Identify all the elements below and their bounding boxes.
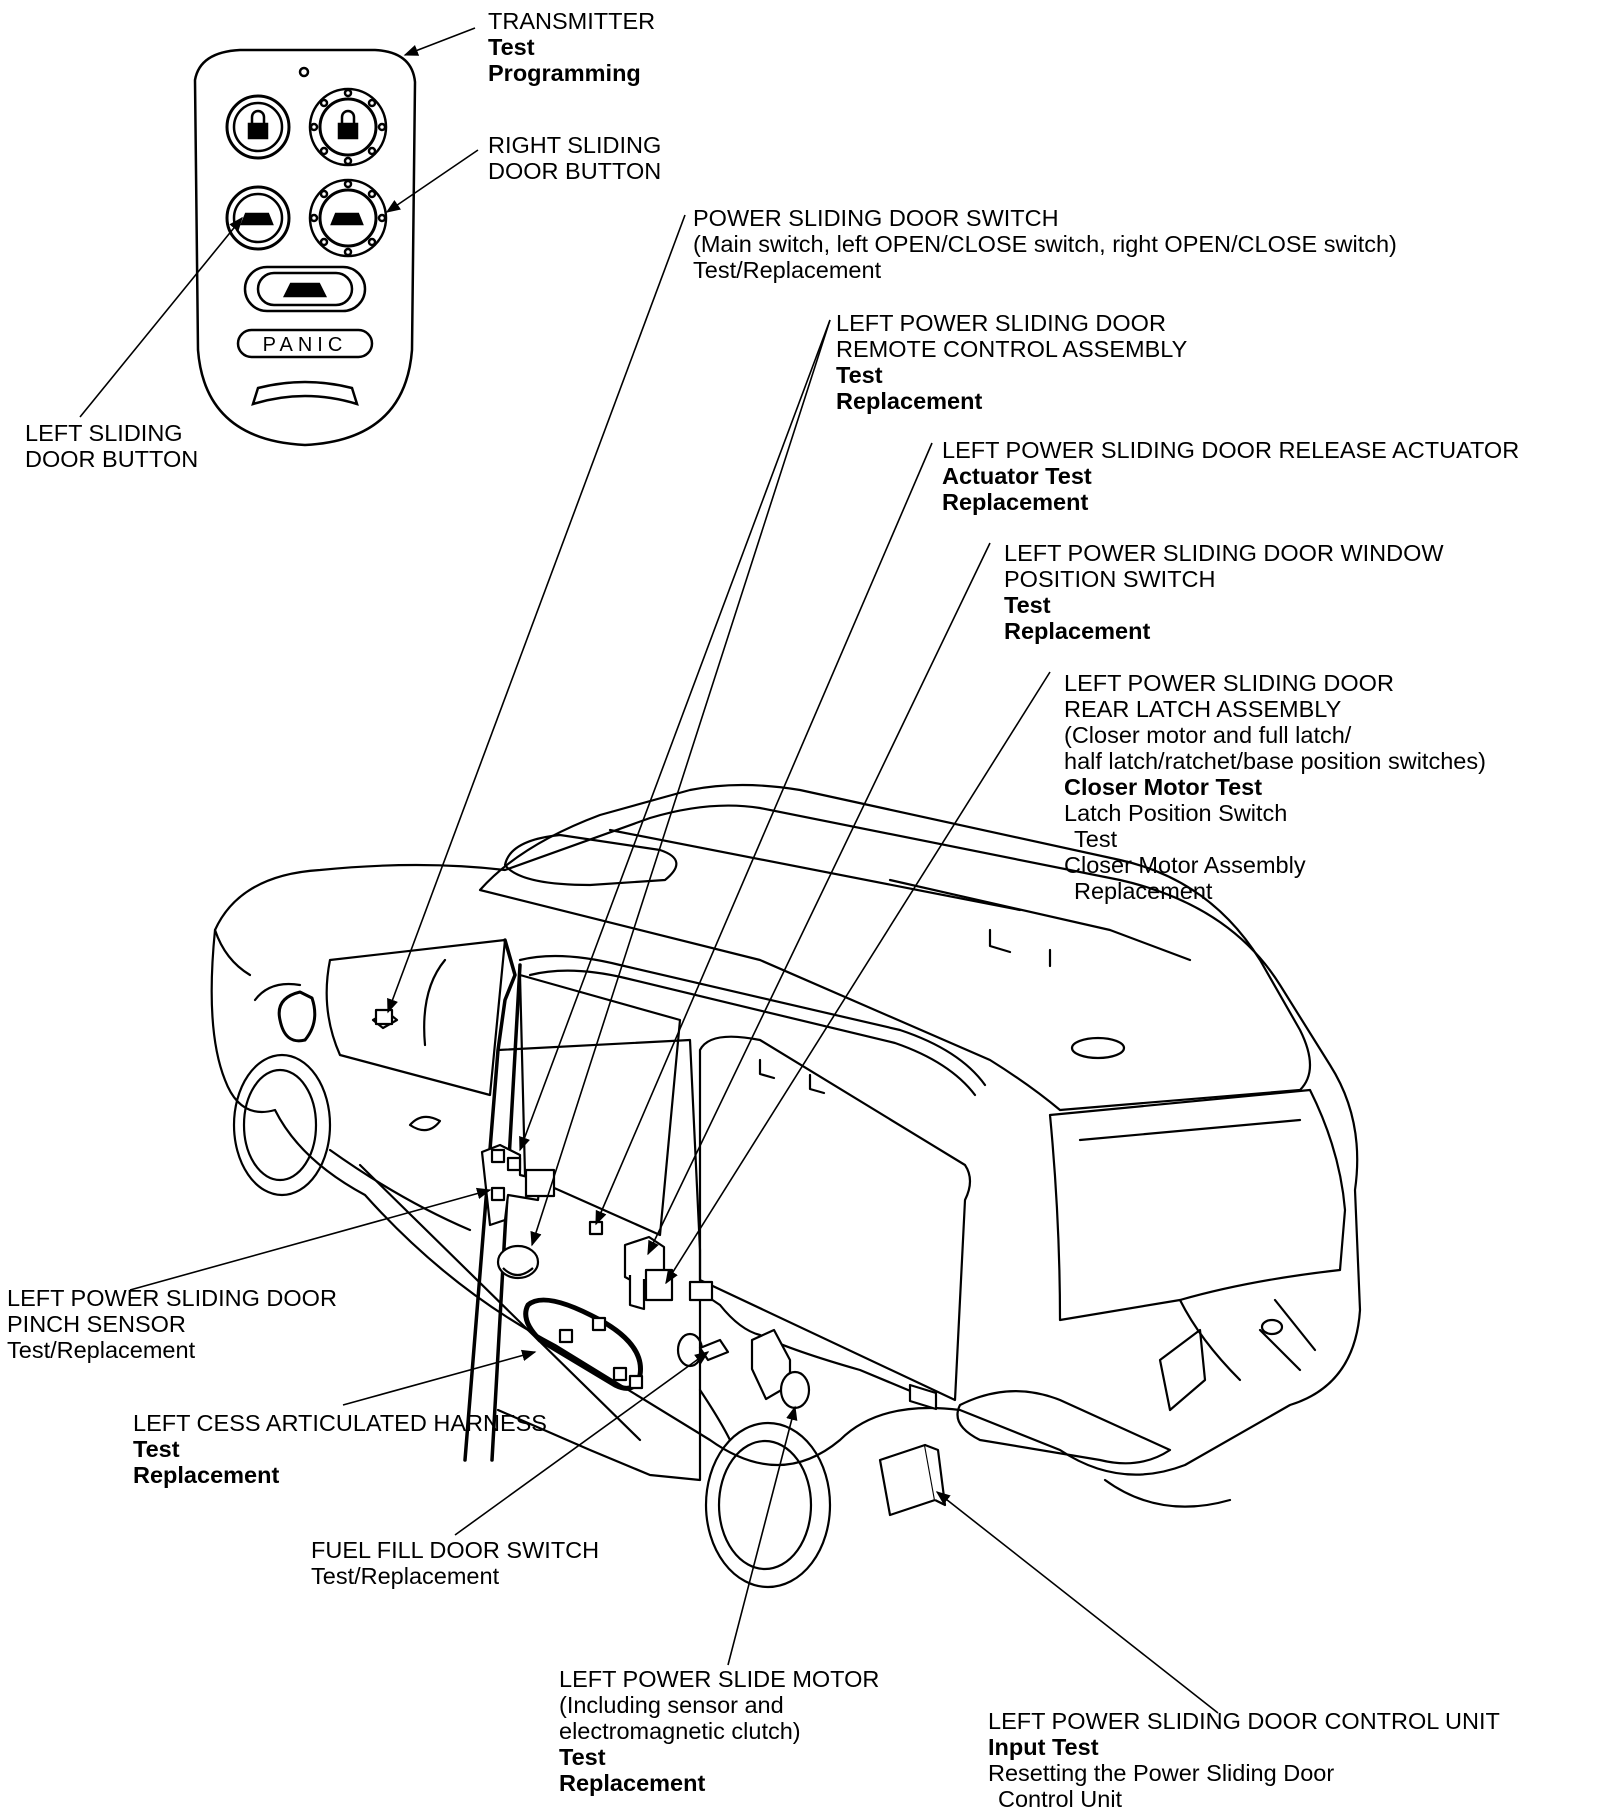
pinch-sensor-line2: PINCH SENSOR (7, 1311, 186, 1337)
transmitter-test: Test (488, 34, 535, 60)
label-right-sliding-door-button: RIGHT SLIDING DOOR BUTTON (488, 132, 661, 184)
window-switch-line1: LEFT POWER SLIDING DOOR WINDOW (1004, 540, 1444, 566)
right-sliding-door-button (308, 178, 388, 258)
window-switch-replacement: Replacement (1004, 618, 1151, 644)
leader-right-button (385, 149, 479, 213)
slide-motor-title: LEFT POWER SLIDE MOTOR (559, 1666, 880, 1692)
leader-fuel-switch (454, 1351, 710, 1536)
leader-door-switch (387, 214, 686, 1014)
leader-pinch-sensor (129, 1187, 492, 1291)
release-actuator-test: Actuator Test (942, 463, 1092, 489)
control-unit-input-test: Input Test (988, 1734, 1099, 1760)
fuel-switch-title: FUEL FILL DOOR SWITCH (311, 1537, 600, 1563)
slide-motor-note1: (Including sensor and (559, 1692, 784, 1718)
slide-motor-note2: electromagnetic clutch) (559, 1718, 801, 1744)
label-fuel-fill-door-switch: FUEL FILL DOOR SWITCH Test/Replacement (311, 1537, 599, 1589)
leader-slide-motor (727, 1405, 798, 1666)
cess-harness-replacement: Replacement (133, 1462, 280, 1488)
rear-latch-position-switch: Latch Position Switch (1064, 800, 1288, 826)
right-button-line2: DOOR BUTTON (488, 158, 662, 184)
leader-lines (79, 27, 1219, 1714)
leader-left-button (79, 216, 243, 418)
leader-rear-latch (665, 671, 1051, 1285)
tailgate-button (243, 265, 367, 313)
label-slide-motor: LEFT POWER SLIDE MOTOR (Including sensor… (559, 1666, 879, 1796)
door-switch-title: POWER SLIDING DOOR SWITCH (693, 205, 1059, 231)
label-release-actuator: LEFT POWER SLIDING DOOR RELEASE ACTUATOR… (942, 437, 1519, 515)
label-left-sliding-door-button: LEFT SLIDING DOOR BUTTON (25, 420, 198, 472)
rear-latch-closer-test: Closer Motor Test (1064, 774, 1263, 800)
rear-latch-closer-replacement: Replacement (1074, 878, 1213, 904)
leader-remote-control-2 (530, 319, 831, 1247)
label-window-position-switch: LEFT POWER SLIDING DOOR WINDOW POSITION … (1004, 540, 1444, 644)
rear-latch-note2: half latch/ratchet/base position switche… (1064, 748, 1486, 774)
label-rear-latch-assembly: LEFT POWER SLIDING DOOR REAR LATCH ASSEM… (1064, 670, 1486, 904)
slide-motor-replacement: Replacement (559, 1770, 706, 1796)
leader-release-actuator (595, 442, 933, 1226)
label-power-sliding-door-switch: POWER SLIDING DOOR SWITCH (Main switch, … (693, 205, 1397, 283)
control-unit-title: LEFT POWER SLIDING DOOR CONTROL UNIT (988, 1708, 1500, 1734)
rear-latch-closer-assembly: Closer Motor Assembly (1064, 852, 1306, 878)
label-pinch-sensor: LEFT POWER SLIDING DOOR PINCH SENSOR Tes… (7, 1285, 337, 1363)
transmitter-programming: Programming (488, 60, 641, 86)
cess-harness-title: LEFT CESS ARTICULATED HARNESS (133, 1410, 547, 1436)
panic-button (236, 328, 374, 359)
slide-motor-test: Test (559, 1744, 606, 1770)
leader-control-unit (935, 1491, 1219, 1714)
window-switch-test: Test (1004, 592, 1051, 618)
pinch-sensor-action: Test/Replacement (7, 1337, 196, 1363)
leader-window-switch (647, 542, 991, 1256)
unlock-button (308, 87, 388, 167)
remote-control-replacement: Replacement (836, 388, 983, 414)
pinch-sensor-line1: LEFT POWER SLIDING DOOR (7, 1285, 337, 1311)
label-transmitter: TRANSMITTER Test Programming (488, 8, 655, 86)
label-remote-control-assembly: LEFT POWER SLIDING DOOR REMOTE CONTROL A… (836, 310, 1187, 414)
right-button-line1: RIGHT SLIDING (488, 132, 662, 158)
van-body (210, 783, 1362, 1589)
window-switch-line2: POSITION SWITCH (1004, 566, 1216, 592)
release-actuator-replacement: Replacement (942, 489, 1089, 515)
door-switch-action: Test/Replacement (693, 257, 882, 283)
control-unit-name: Control Unit (998, 1786, 1123, 1812)
fuel-switch-action: Test/Replacement (311, 1563, 500, 1589)
rear-latch-note1: (Closer motor and full latch/ (1064, 722, 1352, 748)
left-button-line2: DOOR BUTTON (25, 446, 199, 472)
remote-control-test: Test (836, 362, 883, 388)
leader-cess-harness (342, 1349, 537, 1406)
lock-button (225, 94, 291, 160)
label-control-unit: LEFT POWER SLIDING DOOR CONTROL UNIT Inp… (988, 1708, 1500, 1812)
control-unit-resetting: Resetting the Power Sliding Door (988, 1760, 1335, 1786)
left-button-line1: LEFT SLIDING (25, 420, 183, 446)
leader-transmitter (403, 27, 476, 56)
door-components (371, 1008, 947, 1517)
rear-latch-line1: LEFT POWER SLIDING DOOR (1064, 670, 1394, 696)
leader-remote-control (519, 319, 831, 1152)
rear-latch-line2: REAR LATCH ASSEMBLY (1064, 696, 1342, 722)
rear-latch-position-test: Test (1074, 826, 1118, 852)
label-cess-harness: LEFT CESS ARTICULATED HARNESS Test Repla… (133, 1410, 547, 1488)
remote-control-line1: LEFT POWER SLIDING DOOR (836, 310, 1166, 336)
remote-control-line2: REMOTE CONTROL ASSEMBLY (836, 336, 1188, 362)
transmitter-title: TRANSMITTER (488, 8, 656, 34)
panic-label: PANIC (263, 334, 348, 356)
door-switch-note: (Main switch, left OPEN/CLOSE switch, ri… (693, 231, 1397, 257)
transmitter-remote (193, 48, 417, 447)
release-actuator-title: LEFT POWER SLIDING DOOR RELEASE ACTUATOR (942, 437, 1520, 463)
cess-harness-test: Test (133, 1436, 180, 1462)
